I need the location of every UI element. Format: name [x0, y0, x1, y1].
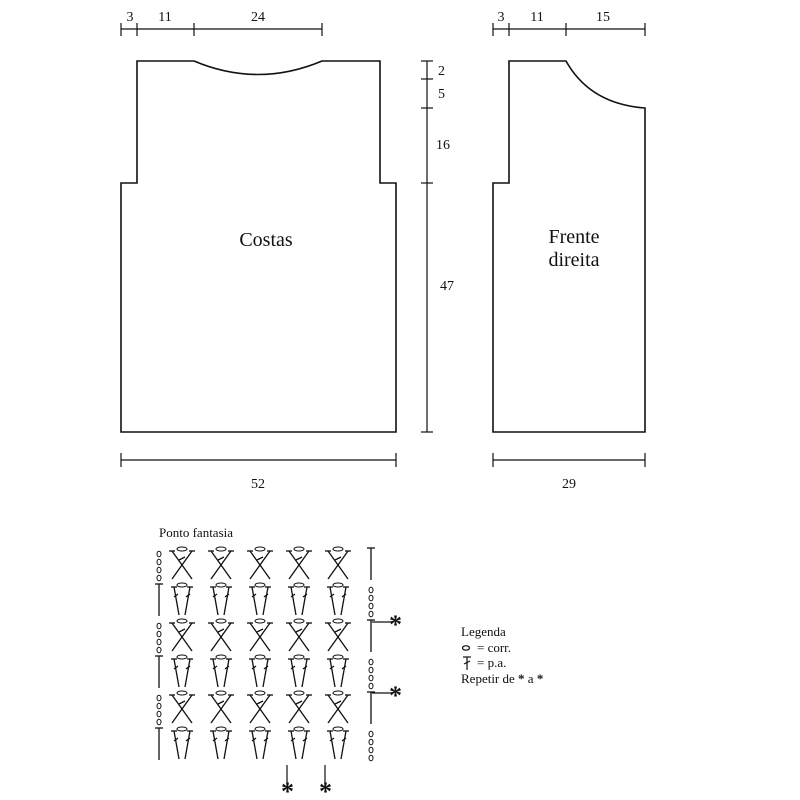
stitch-chart: Ponto fantasia * * * *	[155, 525, 402, 800]
back-side-dim-3: 16	[436, 138, 450, 153]
back-top-dim-1: 3	[127, 10, 134, 25]
front-bottom-dim: 29	[562, 477, 576, 492]
legend-repeat: Repetir de * a *	[461, 671, 543, 686]
front-top-dim-3: 15	[596, 10, 610, 25]
repeat-star-right-1: *	[389, 610, 402, 639]
back-panel-outline	[120, 60, 397, 433]
legend-chain: = corr.	[477, 640, 511, 655]
back-side-dim-2: 5	[438, 87, 445, 102]
back-bottom-dim: 52	[251, 477, 265, 492]
back-top-dim-2: 11	[158, 10, 171, 25]
back-panel: Costas 3 11 24 2 5 16 47	[120, 10, 454, 492]
back-bottom-dimension: 52	[120, 453, 397, 492]
double-crochet-symbol-icon	[463, 656, 471, 670]
legend: Legenda = corr. = p.a. Repetir de * a *	[461, 624, 543, 686]
stitch-chart-title: Ponto fantasia	[159, 525, 233, 540]
front-bottom-dimension: 29	[492, 453, 646, 492]
repeat-star-right-2: *	[389, 681, 402, 710]
front-top-dim-2: 11	[530, 10, 543, 25]
back-panel-label: Costas	[239, 229, 293, 251]
repeat-star-bottom-1: *	[281, 777, 294, 800]
stitch-chart-grid	[155, 546, 375, 762]
front-top-dim-1: 3	[498, 10, 505, 25]
front-panel-label-line2: direita	[548, 249, 599, 271]
front-panel-outline	[492, 60, 646, 433]
front-panel-label-line1: Frente	[548, 226, 599, 248]
front-panel: Frente direita 3 11 15 29	[492, 10, 646, 492]
back-side-dim-4: 47	[440, 279, 454, 294]
back-top-dimension: 3 11 24	[120, 10, 323, 36]
legend-dc: = p.a.	[477, 655, 506, 670]
repeat-markers: * * * *	[281, 610, 402, 800]
chain-symbol-icon	[461, 645, 471, 651]
back-side-dimension: 2 5 16 47	[421, 60, 454, 433]
legend-title: Legenda	[461, 624, 506, 639]
back-side-dim-1: 2	[438, 64, 445, 79]
repeat-star-bottom-2: *	[319, 777, 332, 800]
front-top-dimension: 3 11 15	[492, 10, 646, 36]
back-top-dim-3: 24	[251, 10, 265, 25]
